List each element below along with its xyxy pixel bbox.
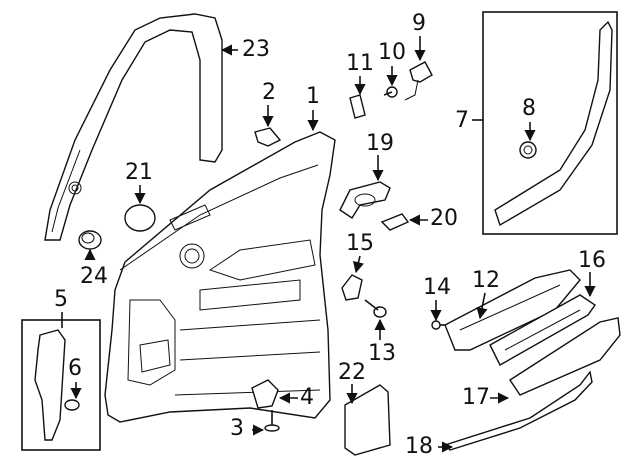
part-13-bolt — [364, 299, 387, 318]
callout-19: 19 — [366, 131, 394, 156]
part-12-switch-panel — [444, 269, 581, 351]
callout-4: 4 — [300, 385, 314, 410]
part-1-door-trim-panel — [104, 131, 336, 423]
callout-1: 1 — [306, 84, 320, 109]
callout-3: 3 — [230, 416, 244, 441]
callout-15: 15 — [346, 231, 374, 256]
callout-13: 13 — [368, 341, 396, 366]
callout-2: 2 — [262, 80, 276, 105]
inset-box-5 — [21, 319, 101, 451]
callout-8: 8 — [522, 96, 536, 121]
callout-14: 14 — [423, 275, 451, 300]
callout-16: 16 — [578, 248, 606, 273]
part-20-handle-cover — [380, 213, 410, 231]
callout-12: 12 — [472, 268, 500, 293]
part-9-cable — [404, 61, 433, 101]
callout-24: 24 — [80, 264, 108, 289]
part-18-trim-molding — [443, 370, 593, 451]
callout-21: 21 — [125, 160, 153, 185]
callout-7: 7 — [455, 108, 469, 133]
callout-18: 18 — [405, 434, 433, 459]
part-2-bracket — [254, 127, 282, 147]
part-4-bracket — [251, 379, 279, 409]
callout-17: 17 — [462, 385, 490, 410]
callout-23: 23 — [242, 37, 270, 62]
callout-6: 6 — [68, 356, 82, 381]
part-17-trim-strip — [509, 317, 621, 396]
part-24-grommet — [78, 230, 102, 250]
part-11-clip — [349, 94, 366, 119]
leader-lines — [61, 36, 596, 453]
callout-9: 9 — [412, 11, 426, 36]
part-19-door-handle — [339, 181, 391, 219]
callout-20: 20 — [430, 206, 458, 231]
part-10-screw — [383, 86, 398, 98]
callout-22: 22 — [338, 360, 366, 385]
callout-11: 11 — [346, 51, 374, 76]
part-16-reinforcement — [489, 294, 596, 366]
part-23-window-frame-seal — [44, 13, 223, 241]
inset-box-7 — [482, 11, 618, 235]
part-3-screw — [264, 410, 280, 432]
part-15-bracket — [341, 274, 363, 301]
part-21-plug — [124, 204, 156, 232]
callout-10: 10 — [378, 40, 406, 65]
callout-5: 5 — [54, 287, 68, 312]
